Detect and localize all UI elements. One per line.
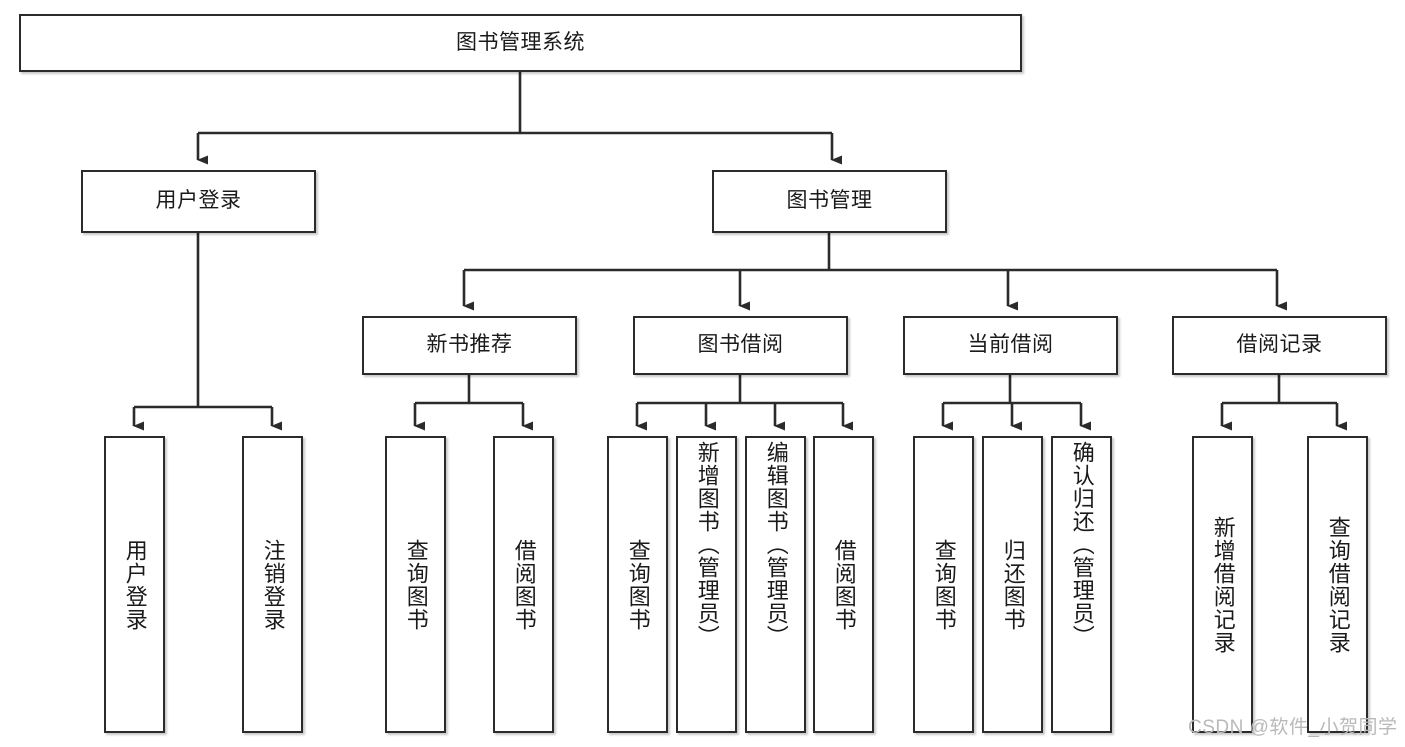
- node-leaf-return-book-label: 归还图书: [1000, 538, 1026, 631]
- node-leaf-user-login-label: 用户登录: [122, 538, 148, 631]
- node-root-label: 图书管理系统: [456, 30, 585, 54]
- node-new-book-recommend-label: 新书推荐: [426, 333, 513, 357]
- csdn-watermark: CSDN @软件_小贺同学: [1188, 717, 1398, 738]
- node-leaf-confirm-return[interactable]: 确认归还（管理员）: [1051, 436, 1112, 733]
- node-book-borrow-label: 图书借阅: [697, 333, 784, 357]
- node-leaf-query-book-3-label: 查询图书: [931, 538, 957, 631]
- node-leaf-query-book-2[interactable]: 查询图书: [607, 436, 668, 733]
- node-current-borrow-label: 当前借阅: [967, 333, 1054, 357]
- node-leaf-add-book-label: 新增图书（管理员）: [694, 441, 720, 648]
- node-leaf-edit-book[interactable]: 编辑图书（管理员）: [745, 436, 806, 733]
- node-leaf-edit-book-label: 编辑图书（管理员）: [763, 441, 789, 648]
- node-leaf-borrow-book-2-label: 借阅图书: [831, 538, 857, 631]
- node-leaf-borrow-book-1[interactable]: 借阅图书: [493, 436, 554, 733]
- node-leaf-logout-login-label: 注销登录: [260, 538, 286, 631]
- node-leaf-borrow-book-1-label: 借阅图书: [511, 538, 537, 631]
- node-leaf-add-book[interactable]: 新增图书（管理员）: [676, 436, 737, 733]
- node-leaf-query-book-3[interactable]: 查询图书: [913, 436, 974, 733]
- node-current-borrow[interactable]: 当前借阅: [903, 316, 1118, 375]
- node-new-book-recommend[interactable]: 新书推荐: [362, 316, 577, 375]
- node-leaf-borrow-book-2[interactable]: 借阅图书: [813, 436, 874, 733]
- node-leaf-add-record[interactable]: 新增借阅记录: [1192, 436, 1253, 733]
- node-leaf-logout-login[interactable]: 注销登录: [242, 436, 303, 733]
- node-user-login[interactable]: 用户登录: [81, 170, 316, 233]
- node-leaf-query-book-1[interactable]: 查询图书: [385, 436, 446, 733]
- node-book-management-label: 图书管理: [786, 189, 873, 213]
- node-leaf-return-book[interactable]: 归还图书: [982, 436, 1043, 733]
- node-root[interactable]: 图书管理系统: [19, 14, 1022, 72]
- node-user-login-label: 用户登录: [155, 189, 242, 213]
- node-borrow-record-label: 借阅记录: [1236, 333, 1323, 357]
- node-leaf-query-record-label: 查询借阅记录: [1325, 515, 1351, 654]
- node-borrow-record[interactable]: 借阅记录: [1172, 316, 1387, 375]
- node-leaf-query-book-2-label: 查询图书: [625, 538, 651, 631]
- node-book-borrow[interactable]: 图书借阅: [633, 316, 848, 375]
- node-leaf-add-record-label: 新增借阅记录: [1210, 515, 1236, 654]
- node-book-management[interactable]: 图书管理: [712, 170, 947, 233]
- node-leaf-query-book-1-label: 查询图书: [403, 538, 429, 631]
- node-leaf-confirm-return-label: 确认归还（管理员）: [1069, 441, 1095, 648]
- node-leaf-query-record[interactable]: 查询借阅记录: [1307, 436, 1368, 733]
- node-leaf-user-login[interactable]: 用户登录: [104, 436, 165, 733]
